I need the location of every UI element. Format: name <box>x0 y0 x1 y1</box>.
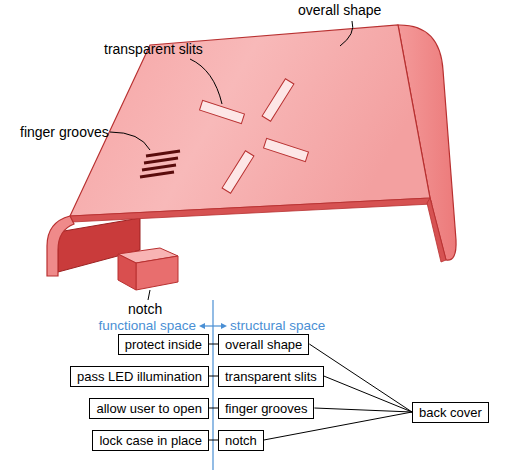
arrow-head <box>199 323 205 329</box>
box-text: notch <box>225 432 257 449</box>
left-wall <box>47 216 74 276</box>
function-box: pass LED illumination <box>70 366 209 387</box>
notch-side <box>118 254 136 290</box>
leader-line <box>190 59 222 104</box>
slit <box>262 79 294 122</box>
function-box: allow user to open <box>89 398 209 419</box>
function-box: lock case in place <box>92 430 209 451</box>
connector-line <box>309 344 412 412</box>
groove <box>144 158 178 163</box>
leader-line <box>110 132 150 150</box>
part-callout: notch <box>128 301 162 318</box>
front-edge <box>70 198 432 222</box>
assembly-box: back cover <box>412 402 489 423</box>
groove-group <box>140 151 180 177</box>
function-box: protect inside <box>118 334 209 355</box>
box-text: allow user to open <box>96 400 202 417</box>
structure-box: finger grooves <box>218 398 314 419</box>
slit <box>264 138 309 161</box>
box-text: transparent slits <box>225 368 317 385</box>
structure-box: notch <box>218 430 264 451</box>
structure-box: overall shape <box>218 334 309 355</box>
groove <box>146 151 180 156</box>
box-text: protect inside <box>125 336 202 353</box>
connector-line <box>324 376 412 412</box>
structure-box: transparent slits <box>218 366 324 387</box>
leader-line <box>148 290 150 300</box>
space-heading: functional space <box>98 317 196 334</box>
slit-group <box>200 79 309 194</box>
connector-line <box>209 440 218 441</box>
space-arrow <box>199 323 227 329</box>
space-heading: structural space <box>230 317 325 334</box>
connector-line <box>209 376 218 377</box>
leader-group <box>110 21 353 300</box>
box-text: overall shape <box>225 336 302 353</box>
part-callout: overall shape <box>298 2 381 19</box>
box-text: pass LED illumination <box>77 368 202 385</box>
leader-line <box>340 21 353 46</box>
connector-line <box>209 408 218 409</box>
connector-line <box>209 344 218 345</box>
slit <box>222 151 254 194</box>
arrow-head <box>221 323 227 329</box>
notch-front <box>136 256 178 290</box>
part-callout: finger grooves <box>20 124 109 141</box>
groove <box>140 172 174 177</box>
connector-line <box>314 408 412 412</box>
box-text: back cover <box>419 404 482 421</box>
box-text: lock case in place <box>99 432 202 449</box>
part-callout: transparent slits <box>104 41 203 58</box>
right-wall-edge <box>427 198 446 262</box>
groove <box>142 165 176 170</box>
box-text: finger grooves <box>225 400 307 417</box>
top-plate <box>70 25 430 216</box>
